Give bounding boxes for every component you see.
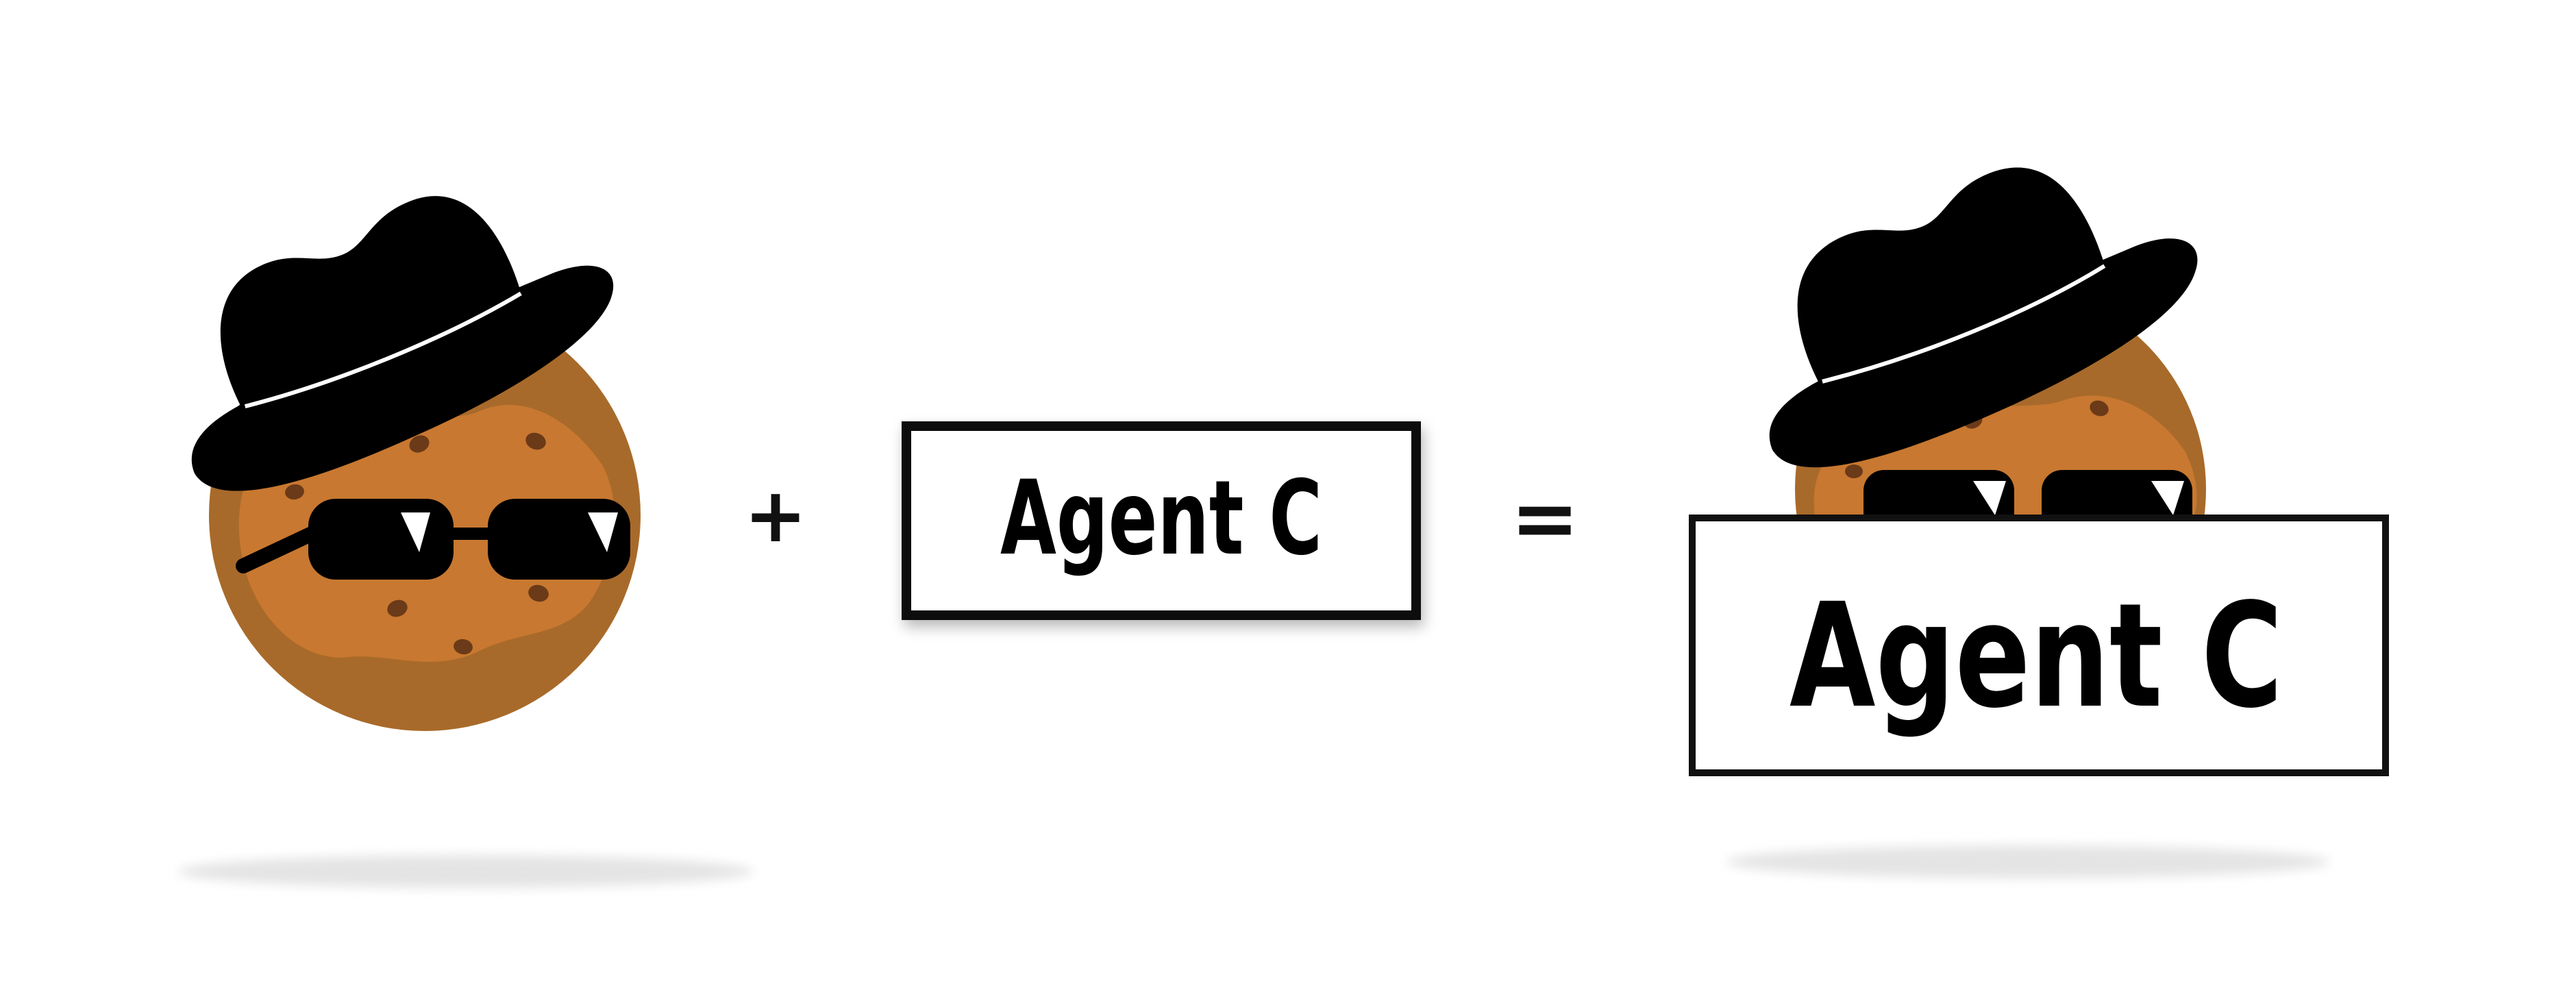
result-fedora-hat-icon bbox=[1769, 167, 2198, 468]
agent-label-box: Agent C bbox=[902, 421, 1421, 620]
result-label-frame bbox=[1689, 515, 2389, 776]
result-disguised-agent: Agent C bbox=[1689, 167, 2389, 878]
agent-label-text: Agent C bbox=[1000, 459, 1322, 578]
fedora-hat-icon bbox=[191, 196, 614, 491]
result-label-text: Agent C bbox=[1789, 572, 2283, 740]
sunglasses-icon bbox=[236, 499, 630, 580]
equals-operator: = bbox=[1511, 471, 1580, 567]
result-ground-shadow bbox=[1726, 845, 2329, 878]
cookie-ground-shadow bbox=[178, 855, 754, 888]
cookie-chips bbox=[285, 432, 549, 655]
cookie-agent-icon bbox=[178, 196, 754, 888]
plus-operator: + bbox=[744, 471, 807, 559]
agent-label-frame bbox=[902, 421, 1421, 620]
